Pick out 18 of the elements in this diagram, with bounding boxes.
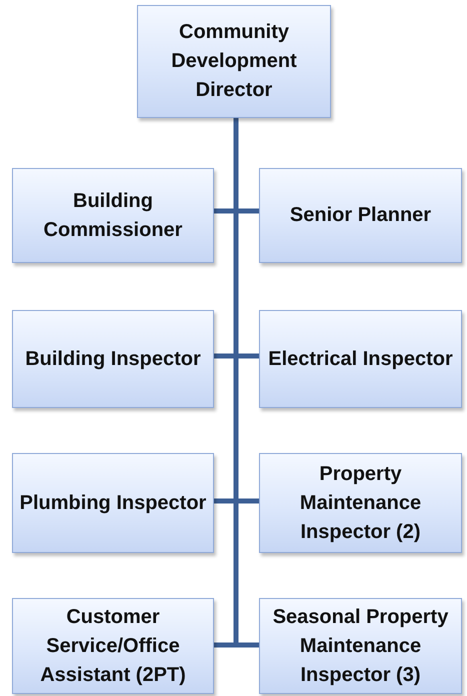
position-box bbox=[259, 168, 462, 263]
position-title: Plumbing Inspector bbox=[20, 490, 206, 516]
position-title: Building Commissioner bbox=[42, 188, 184, 242]
position-box bbox=[259, 310, 462, 408]
position-title: Senior Planner bbox=[290, 203, 432, 228]
position-title: Seasonal Property Maintenance Inspector (3) bbox=[272, 604, 450, 688]
position-title: Community Development Director bbox=[170, 20, 298, 103]
position-box bbox=[12, 168, 214, 263]
position-title: Building Inspector bbox=[25, 346, 201, 372]
position-box bbox=[259, 598, 462, 694]
position-box bbox=[259, 453, 462, 553]
position-box bbox=[12, 598, 214, 694]
position-title: Property Maintenance Inspector (2) bbox=[298, 462, 422, 544]
position-box bbox=[12, 310, 214, 408]
position-box bbox=[12, 453, 214, 553]
position-box bbox=[137, 5, 331, 118]
position-title: Electrical Inspector bbox=[268, 346, 453, 372]
position-title: Customer Service/Office Assistant (2PT) bbox=[39, 604, 187, 688]
